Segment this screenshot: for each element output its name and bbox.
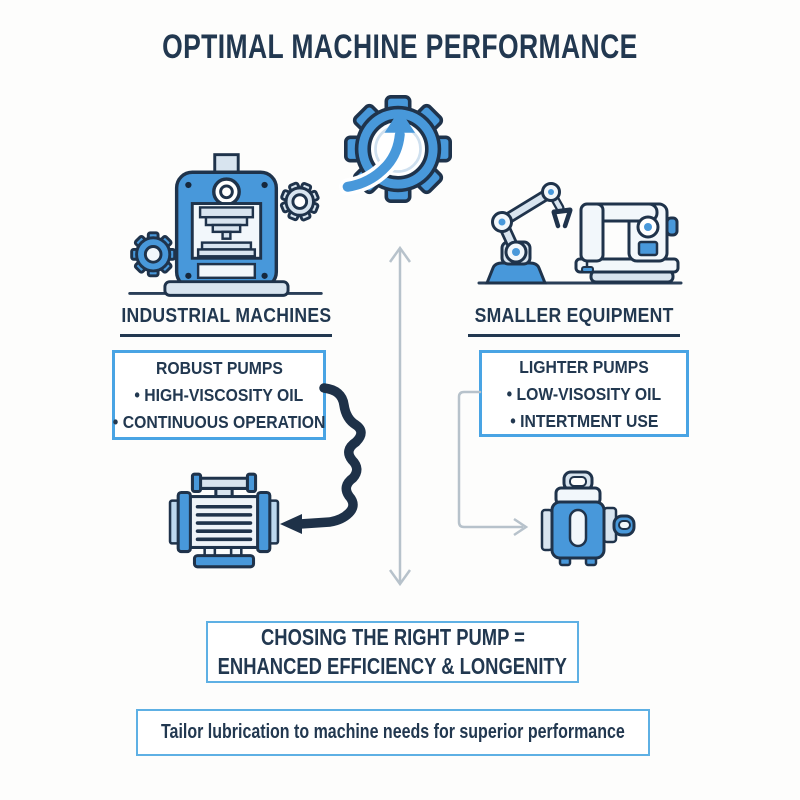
left-box-bullet-1: • HIGH-VISCOSITY OIL bbox=[134, 385, 304, 405]
gear-growth-arrow-icon bbox=[333, 86, 463, 212]
page-title-text: OPTIMAL MACHINE PERFORMANCE bbox=[162, 28, 638, 66]
right-label-underline bbox=[468, 334, 680, 337]
left-box-bullet-2: • CONTINUOUS OPERATION bbox=[112, 412, 326, 432]
right-box-bullet-2: • INTERTMENT USE bbox=[509, 410, 659, 431]
right-info-box: LIGHTER PUMPS • LOW-VISOSITY OIL • INTER… bbox=[479, 350, 689, 437]
footer-text: Tailor lubrication to machine needs for … bbox=[161, 721, 625, 743]
left-section-label: INDUSTRIAL MACHINES bbox=[120, 305, 332, 327]
compact-pump-icon bbox=[524, 468, 636, 570]
right-box-bullet-1: • LOW-VISOSITY OIL bbox=[506, 383, 662, 404]
thin-curved-arrow-icon bbox=[448, 384, 548, 544]
left-box-heading: ROBUST PUMPS bbox=[155, 358, 283, 378]
robot-arm-sewing-machine-icon bbox=[474, 170, 686, 290]
left-label-underline bbox=[120, 334, 332, 337]
industrial-pump-icon bbox=[168, 470, 280, 572]
right-box-heading: LIGHTER PUMPS bbox=[519, 356, 649, 377]
footer-box: Tailor lubrication to machine needs for … bbox=[136, 709, 650, 756]
conclusion-line-1: CHOSING THE RIGHT PUMP = bbox=[260, 624, 525, 650]
left-info-box: ROBUST PUMPS • HIGH-VISCOSITY OIL • CONT… bbox=[112, 350, 326, 440]
conclusion-line-2: ENHANCED EFFICIENCY & LONGENITY bbox=[217, 653, 568, 679]
wavy-arrow-icon bbox=[258, 374, 370, 540]
right-section-label: SMALLER EQUIPMENT bbox=[474, 305, 674, 327]
conclusion-box: CHOSING THE RIGHT PUMP = ENHANCED EFFICI… bbox=[206, 621, 579, 683]
industrial-press-icon bbox=[118, 152, 333, 300]
page-title: OPTIMAL MACHINE PERFORMANCE bbox=[0, 28, 800, 67]
vertical-double-arrow-icon bbox=[385, 238, 415, 594]
